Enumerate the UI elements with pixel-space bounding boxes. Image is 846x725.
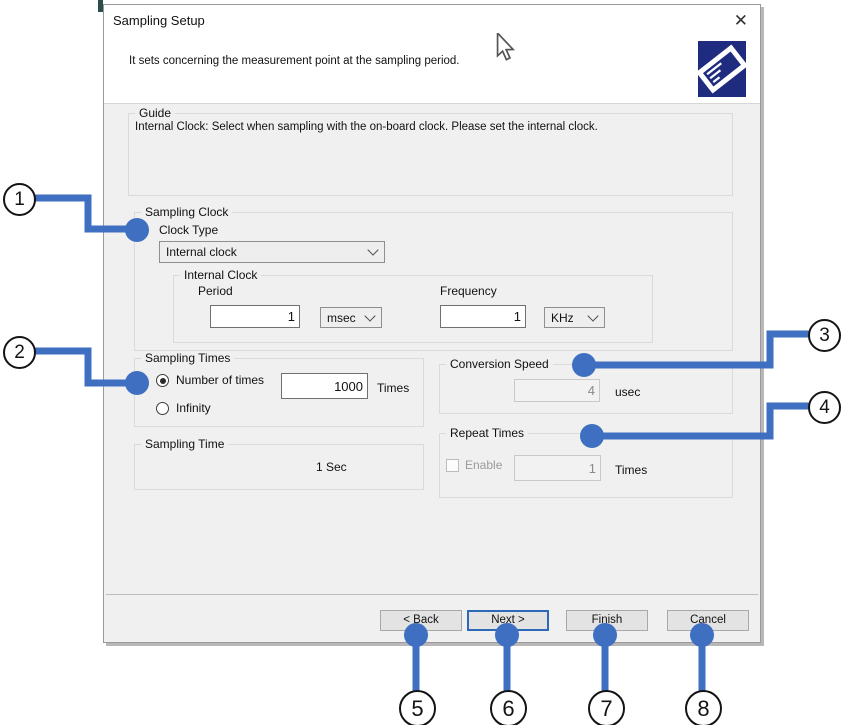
- callout-number-1: 1: [3, 183, 36, 216]
- infinity-label: Infinity: [176, 401, 211, 415]
- repeat-enable-checkbox[interactable]: [446, 459, 459, 472]
- internal-clock-group: Internal Clock Period msec Frequency KHz: [173, 268, 653, 343]
- sampling-clock-group: Sampling Clock Clock Type Internal clock…: [134, 205, 733, 351]
- callout-number-6: 6: [490, 690, 527, 725]
- guide-text: Internal Clock: Select when sampling wit…: [135, 121, 598, 133]
- infinity-radio[interactable]: [156, 402, 169, 415]
- callout-number-7: 7: [588, 690, 625, 725]
- dialog-title: Sampling Setup: [113, 13, 205, 28]
- frequency-unit-value: KHz: [551, 310, 574, 325]
- clock-type-select[interactable]: Internal clock: [159, 241, 385, 263]
- close-icon[interactable]: ✕: [733, 11, 748, 30]
- callout-number-8: 8: [685, 690, 722, 725]
- back-button[interactable]: < Back: [380, 610, 462, 631]
- conversion-speed-input: [514, 379, 600, 402]
- guide-group-label: Guide: [135, 106, 176, 120]
- sampling-time-value: 1 Sec: [316, 460, 347, 474]
- dialog-description: It sets concerning the measurement point…: [129, 55, 460, 67]
- callout-number-3: 3: [808, 319, 841, 352]
- conversion-speed-unit: usec: [615, 385, 641, 399]
- dialog-header: Sampling Setup ✕ It sets concerning the …: [104, 5, 760, 104]
- contec-logo-icon: [698, 41, 746, 97]
- internal-clock-group-label: Internal Clock: [180, 268, 262, 282]
- period-unit-value: msec: [327, 310, 356, 325]
- callout-number-5: 5: [399, 690, 436, 725]
- number-of-times-label: Number of times: [176, 373, 265, 387]
- times-unit-label: Times: [377, 381, 410, 395]
- callout-number-2: 2: [3, 336, 36, 369]
- sampling-clock-group-label: Sampling Clock: [141, 205, 233, 219]
- period-input[interactable]: [210, 305, 300, 328]
- chevron-down-icon: [587, 309, 599, 322]
- repeat-times-input: [514, 455, 601, 481]
- period-label: Period: [198, 284, 233, 298]
- callout-number-4: 4: [808, 391, 841, 424]
- clock-type-label: Clock Type: [159, 223, 219, 237]
- sampling-times-group: Sampling Times Number of times Times Inf…: [134, 351, 424, 427]
- sampling-times-group-label: Sampling Times: [141, 351, 235, 365]
- sampling-time-group: Sampling Time 1 Sec: [134, 437, 424, 490]
- sampling-setup-dialog: Sampling Setup ✕ It sets concerning the …: [103, 4, 761, 643]
- cancel-button[interactable]: Cancel: [667, 610, 749, 631]
- sampling-time-group-label: Sampling Time: [141, 437, 229, 451]
- repeat-enable-label: Enable: [465, 458, 503, 472]
- finish-button[interactable]: Finish: [566, 610, 648, 631]
- frequency-label: Frequency: [440, 284, 497, 298]
- guide-group: Guide Internal Clock: Select when sampli…: [128, 106, 733, 196]
- next-button[interactable]: Next >: [467, 610, 549, 631]
- frequency-unit-select[interactable]: KHz: [544, 307, 605, 328]
- conversion-speed-group-label: Conversion Speed: [446, 357, 553, 371]
- number-of-times-input[interactable]: [281, 373, 368, 399]
- number-of-times-radio[interactable]: [156, 374, 169, 387]
- chevron-down-icon: [364, 309, 376, 322]
- conversion-speed-group: Conversion Speed usec: [439, 357, 733, 414]
- frequency-input[interactable]: [440, 305, 526, 328]
- mouse-cursor-icon: [496, 33, 516, 61]
- period-unit-select[interactable]: msec: [320, 307, 382, 328]
- button-separator: [106, 594, 758, 595]
- repeat-times-group: Repeat Times Enable Times: [439, 426, 733, 498]
- chevron-down-icon: [367, 244, 379, 256]
- background-window-fragment: [98, 0, 103, 12]
- clock-type-value: Internal clock: [166, 245, 237, 259]
- repeat-times-group-label: Repeat Times: [446, 426, 529, 440]
- repeat-times-unit: Times: [615, 463, 648, 477]
